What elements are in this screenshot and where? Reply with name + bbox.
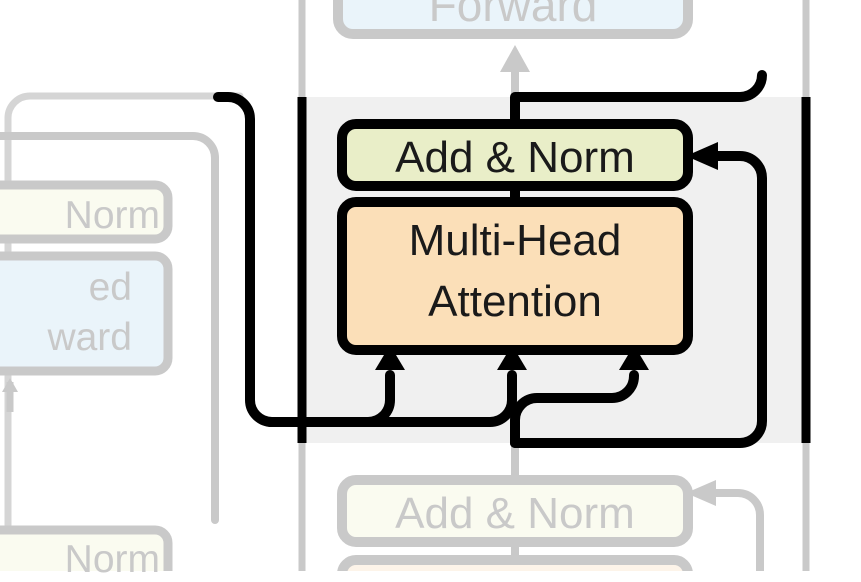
attention-input-v-line	[265, 370, 517, 427]
encoder-outer-outline	[4, 92, 244, 571]
bottom-attention-box-faded	[337, 555, 693, 571]
encoder-output-trunk	[213, 92, 365, 427]
encoder-norm-box-faded	[0, 180, 173, 244]
feed-forward-box-faded	[333, 0, 693, 39]
attention-input-k-arrowhead	[375, 345, 405, 370]
bottom-residual-arrowhead-faded	[686, 480, 716, 506]
bottom-residual-line-faded	[712, 489, 764, 571]
add-norm-output-line	[510, 70, 767, 130]
add-norm-box-active[interactable]	[337, 119, 693, 191]
encoder-arrowhead-faded	[2, 378, 18, 392]
attention-input-v-arrowhead	[497, 345, 527, 370]
residual-skip-arrowhead	[686, 142, 718, 170]
residual-skip-line	[510, 151, 767, 448]
add-norm-box-bottom-faded	[337, 475, 693, 547]
attention-input-q-line	[510, 370, 639, 448]
multi-head-attention-box-active[interactable]	[337, 197, 693, 355]
encoder-inner-outline-top	[0, 132, 219, 162]
encoder-norm-box-bottom-faded	[0, 525, 173, 571]
add-norm-to-feed-forward-arrowhead-faded	[500, 45, 530, 72]
attention-input-q-arrowhead	[619, 345, 649, 370]
encoder-feed-forward-box-faded	[0, 251, 173, 376]
